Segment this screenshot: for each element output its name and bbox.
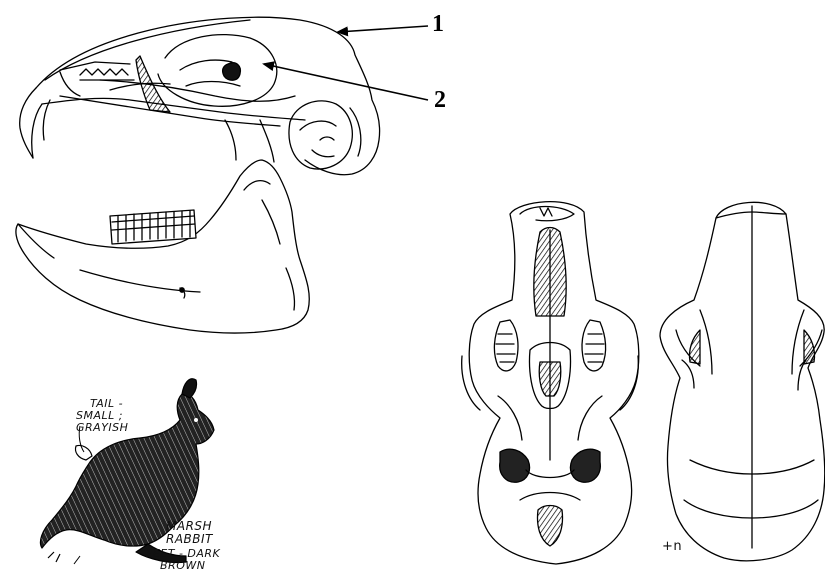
tail-label-line3: GRAYISH bbox=[76, 422, 128, 434]
rabbit-feet-label: FEET - DARK BROWN bbox=[146, 548, 220, 572]
mandible-drawing bbox=[16, 160, 309, 333]
callout-arrow-2 bbox=[264, 64, 428, 100]
dorsal-skull-drawing bbox=[660, 202, 825, 560]
rabbit-tail-label: TAIL - SMALL ; GRAYISH bbox=[76, 398, 128, 434]
name-label-line2: RABBIT bbox=[166, 533, 213, 546]
callout-label-2: 2 bbox=[434, 88, 446, 112]
artist-signature: +n bbox=[662, 540, 682, 554]
lateral-skull-drawing bbox=[20, 17, 380, 174]
callout-arrows bbox=[264, 26, 428, 100]
ventral-skull-drawing bbox=[462, 202, 639, 564]
feet-label-line2: BROWN bbox=[146, 560, 220, 572]
callout-label-1: 1 bbox=[432, 12, 444, 36]
rabbit-name-label: MARSH RABBIT bbox=[166, 520, 213, 546]
callout-arrow-1 bbox=[338, 26, 428, 32]
